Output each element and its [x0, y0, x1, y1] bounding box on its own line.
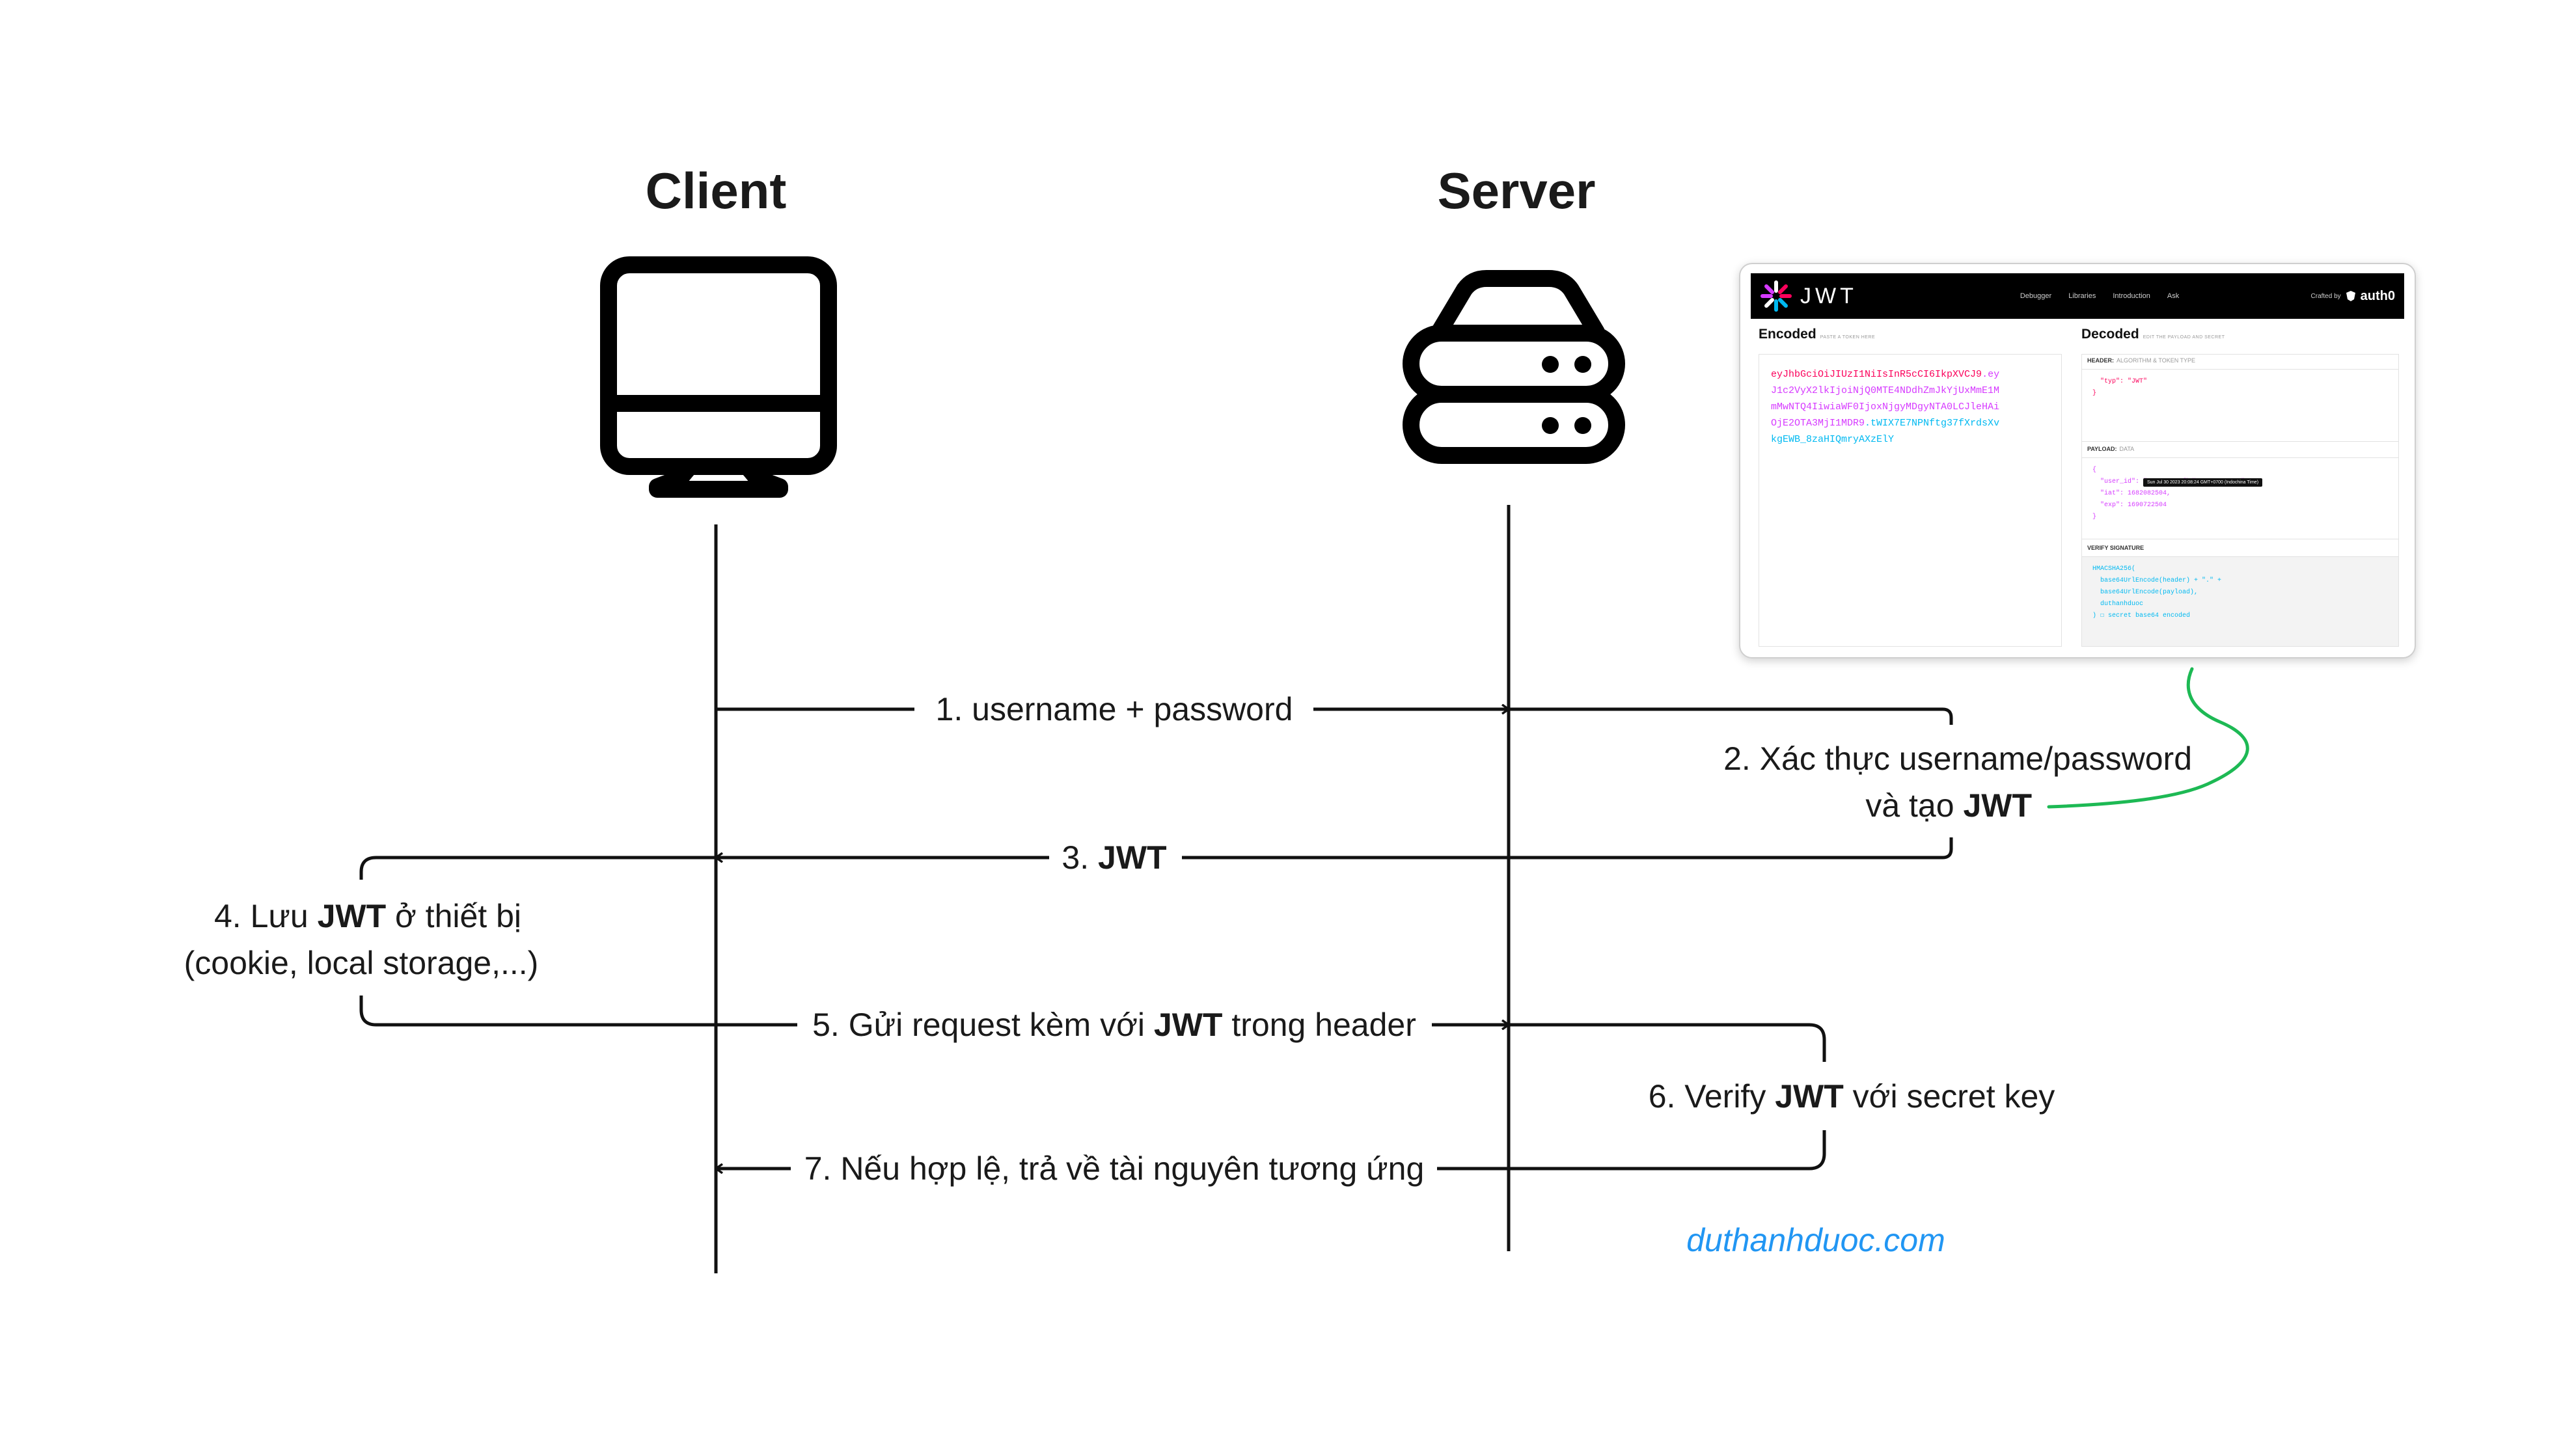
step-2-label-line1: 2. Xác thực username/password — [1723, 740, 2192, 777]
header-code-editor[interactable]: "typ": "JWT"} — [2082, 369, 2398, 442]
nav-link-ask[interactable]: Ask — [2167, 292, 2180, 300]
payload-code-editor[interactable]: { "user_id": "64411847afbdb512a52c0548",… — [2082, 457, 2398, 539]
code-line: } — [2092, 513, 2097, 521]
step-2-loop-bottom — [1509, 837, 1953, 860]
code-line: duthanhduoc — [2092, 601, 2144, 608]
jwt-logo-text: JWT — [1800, 283, 1857, 308]
auth0-brand[interactable]: auth0 — [2360, 288, 2395, 303]
step-3-label: 3. JWT — [1062, 839, 1166, 876]
auth0-shield-icon — [2346, 291, 2355, 301]
step-6-label: 6. Verify JWT với secret key — [1649, 1078, 2055, 1115]
step-5-label: 5. Gửi request kèm với JWT trong header — [812, 1007, 1416, 1043]
code-line: ) ☐ secret base64 encoded — [2092, 612, 2191, 619]
crafted-by-text: Crafted by — [2310, 292, 2341, 300]
nav-link-debugger[interactable]: Debugger — [2020, 292, 2052, 300]
code-line: "exp": 1690722504 — [2092, 502, 2167, 509]
step-6-post: với secret key — [1844, 1078, 2055, 1115]
encoded-segment-purple: OjE2OTA3MjI1MDR9 — [1771, 418, 1865, 429]
encoded-line: kgEWB_8zaHIQmryAXzElY — [1771, 431, 2049, 448]
monitor-icon — [600, 256, 837, 498]
encoded-segment-purple: mMwNTQ4IiwiaWF0IjoxNjgyMDgyNTA0LCJleHAi — [1771, 401, 2000, 413]
encoded-line: mMwNTQ4IiwiaWF0IjoxNjgyMDgyNTA0LCJleHAi — [1771, 399, 2049, 415]
encoded-segment-red: eyJhbGciOiJIUzI1NiIsInR5cCI6IkpXVCJ9 — [1771, 369, 1982, 380]
encoded-line: OjE2OTA3MjI1MDR9.tWIX7E7NPNftg37fXrdsXv — [1771, 415, 2049, 431]
encoded-line: eyJhbGciOiJIUzI1NiIsInR5cCI6IkpXVCJ9.ey — [1771, 366, 2049, 383]
jwt-nav-links: Debugger Libraries Introduction Ask — [2020, 292, 2179, 300]
step-4-line1-post: ở thiết bị — [386, 898, 521, 934]
signature-section-label: VERIFY SIGNATURE — [2087, 545, 2144, 551]
decoded-panel: HEADER:ALGORITHM & TOKEN TYPE "typ": "JW… — [2081, 354, 2399, 647]
watermark-link[interactable]: duthanhduoc.com — [1686, 1222, 1945, 1258]
encoded-segment-blue: kgEWB_8zaHIQmryAXzElY — [1771, 434, 1895, 445]
step-3-bold: JWT — [1098, 839, 1167, 876]
code-line: "iat": 1682082504, — [2092, 490, 2171, 497]
header-section-label: HEADER:ALGORITHM & TOKEN TYPE — [2087, 357, 2195, 364]
green-connector-line — [2047, 667, 2249, 809]
code-line: { — [2092, 467, 2097, 474]
encoded-segment-purple: .ey — [1982, 369, 2000, 380]
code-line: "typ": "JWT" — [2092, 378, 2148, 385]
encoded-segment-blue: .tWIX7E7NPNftg37fXrdsXv — [1865, 418, 2000, 429]
step-5-pre: 5. Gửi request kèm với — [812, 1007, 1154, 1043]
step-4-loop-bottom — [359, 996, 716, 1027]
step-4-loop-top — [359, 856, 716, 880]
step-3-pre: 3. — [1062, 839, 1098, 876]
step-2-label-line2: và tạo JWT — [1865, 787, 2032, 824]
step-7-label: 7. Nếu hợp lệ, trả về tài nguyên tương ứ… — [804, 1150, 1425, 1187]
step-4-line1-pre: 4. Lưu — [214, 898, 318, 934]
step-6-loop-bottom — [1509, 1130, 1826, 1171]
server-header: Server — [1438, 162, 1596, 219]
step-4-label-line1: 4. Lưu JWT ở thiết bị — [214, 898, 521, 934]
timestamp-tooltip: Sun Jul 30 2023 20:08:24 GMT+0700 (Indoc… — [2143, 478, 2263, 487]
step-2-line2-bold: JWT — [1963, 787, 2032, 824]
decoded-subtitle: EDIT THE PAYLOAD AND SECRET — [2143, 335, 2225, 340]
step-4-label-line2: (cookie, local storage,...) — [184, 945, 539, 981]
client-header: Client — [646, 162, 787, 219]
server-icon — [1403, 270, 1625, 464]
code-line: HMACSHA256( — [2092, 565, 2136, 573]
payload-label-sub: DATA — [2119, 446, 2135, 452]
step-2-loop-top — [1509, 707, 1953, 725]
step-5-bold: JWT — [1154, 1007, 1223, 1043]
code-line: } — [2092, 390, 2097, 397]
step-6-pre: 6. Verify — [1649, 1078, 1775, 1115]
step-1-label: 1. username + password — [936, 691, 1293, 727]
jwt-logo: JWT — [1760, 280, 1857, 312]
encoded-subtitle: PASTE A TOKEN HERE — [1820, 335, 1876, 340]
encoded-segment-purple: J1c2VyX2lkIjoiNjQ0MTE4NDdhZmJkYjUxMmE1M — [1771, 385, 2000, 396]
code-line: base64UrlEncode(header) + "." + — [2092, 577, 2222, 584]
header-label-text: HEADER: — [2087, 357, 2115, 364]
crafted-by: Crafted by auth0 — [2311, 289, 2395, 304]
payload-label-text: PAYLOAD: — [2087, 446, 2117, 452]
header-label-sub: ALGORITHM & TOKEN TYPE — [2117, 357, 2196, 364]
decoded-title-text: Decoded — [2081, 327, 2139, 342]
step-6-bold: JWT — [1775, 1078, 1844, 1115]
jwt-logo-icon — [1761, 280, 1792, 312]
code-line: base64UrlEncode(payload), — [2092, 589, 2199, 596]
step-6-loop-top — [1509, 1023, 1826, 1062]
nav-link-libraries[interactable]: Libraries — [2068, 292, 2096, 300]
nav-link-introduction[interactable]: Introduction — [2113, 292, 2150, 300]
step-5-post: trong header — [1222, 1007, 1416, 1043]
jwt-navbar: JWT Debugger Libraries Introduction Ask … — [1751, 273, 2404, 319]
encoded-line: J1c2VyX2lkIjoiNjQ0MTE4NDdhZmJkYjUxMmE1M — [1771, 383, 2049, 399]
step-2-line2-pre: và tạo — [1865, 787, 1963, 824]
step-4-line1-bold: JWT — [318, 898, 387, 934]
payload-section-label: PAYLOAD:DATA — [2087, 446, 2134, 452]
encoded-title-text: Encoded — [1759, 327, 1816, 342]
signature-code-editor[interactable]: HMACSHA256( base64UrlEncode(header) + ".… — [2082, 556, 2398, 646]
jwt-screenshot-panel: JWT Debugger Libraries Introduction Ask … — [1739, 263, 2416, 658]
